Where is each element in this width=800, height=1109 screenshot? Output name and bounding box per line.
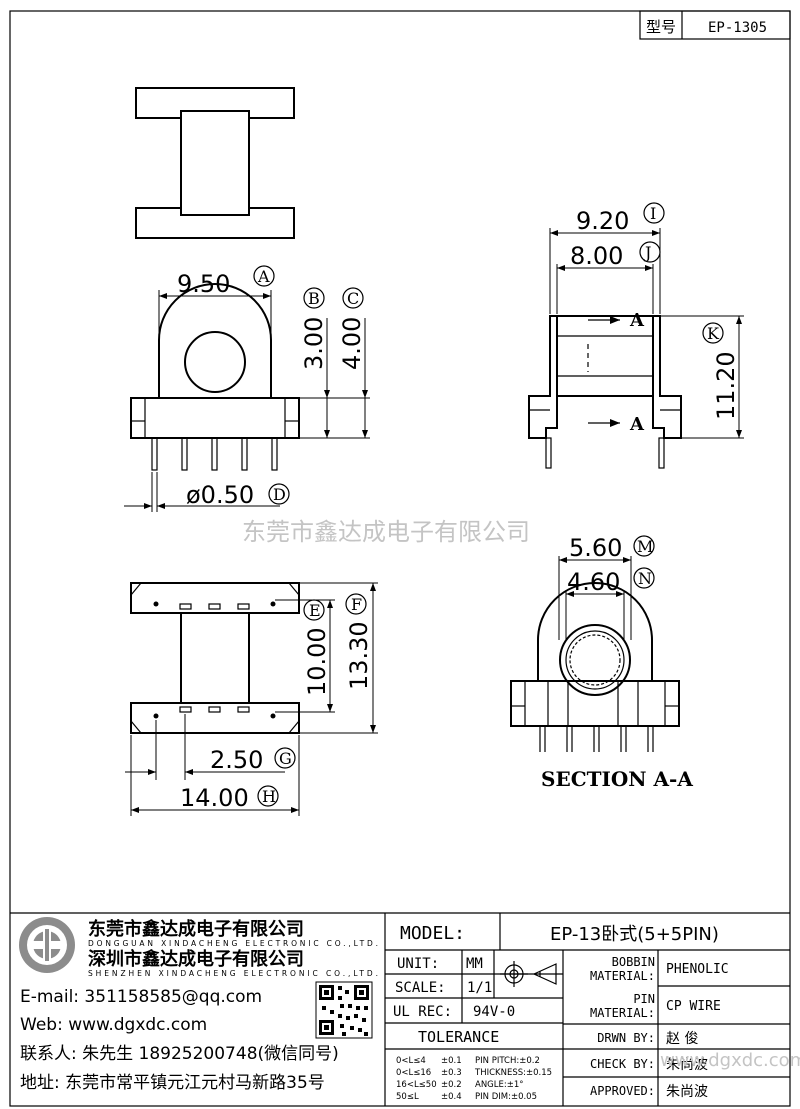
tb-check-value: 朱尚波 — [666, 1057, 708, 1073]
header-model-label: 型号 — [646, 18, 676, 36]
title-block: 东莞市鑫达成电子有限公司 DONGGUAN XINDACHENG ELECTRO… — [10, 912, 800, 1106]
tol-row-2-range: 16<L≤50 — [396, 1080, 437, 1090]
tb-pin-label-1: PIN — [633, 992, 655, 1006]
dim-f-tag: F — [351, 595, 362, 614]
tb-approved-label: APPROVED: — [590, 1084, 655, 1098]
company-email: E-mail: 351158585@qq.com — [20, 987, 262, 1007]
dim-n-tag: N — [638, 569, 652, 588]
dim-j-value: 8.00 — [570, 242, 623, 270]
tb-scale-value: 1/1 — [467, 980, 492, 996]
side-view: A A 9.20 I 8.00 J 11.20 K — [528, 202, 744, 469]
dim-b-tag: B — [308, 289, 320, 308]
tol-row-3-item: PIN DIM:±0.05 — [475, 1092, 537, 1102]
tb-bobbin-value: PHENOLIC — [666, 962, 729, 977]
section-mark-bottom: A — [629, 414, 645, 435]
company-name-cn: 东莞市鑫达成电子有限公司 — [88, 918, 304, 940]
sheet-border — [9, 10, 791, 1107]
dim-b-value: 3.00 — [300, 317, 328, 370]
dim-a-tag-circle — [253, 265, 275, 287]
tb-ulrec-value: 94V-0 — [473, 1004, 515, 1020]
company-contact: 联系人: 朱先生 18925200748(微信同号) — [20, 1044, 339, 1064]
dim-a-value: 9.50 — [177, 270, 230, 298]
tb-scale-label: SCALE: — [395, 980, 446, 996]
tb-model-value: EP-13卧式(5+5PIN) — [550, 924, 719, 945]
dim-e-value: 10.00 — [303, 627, 331, 696]
projection-symbol — [500, 961, 557, 987]
tb-check-label: CHECK BY: — [590, 1057, 655, 1071]
dim-f-value: 13.30 — [345, 621, 373, 690]
company-name-en: DONGGUAN XINDACHENG ELECTRONIC CO.,LTD. — [88, 939, 378, 948]
top-view — [135, 87, 295, 239]
header-model-value: EP-1305 — [708, 20, 767, 36]
tol-row-3-range: 50≤L — [396, 1092, 419, 1102]
dim-m-value: 5.60 — [569, 534, 622, 562]
company-web: Web: www.dgxdc.com — [20, 1015, 207, 1035]
dim-d-value: ø0.50 — [186, 481, 254, 509]
pin-holes-top — [153, 601, 276, 610]
pin-holes-bottom — [153, 706, 276, 719]
tb-drwn-value: 赵 俊 — [666, 1031, 698, 1047]
dim-c-tag: C — [347, 289, 359, 308]
dim-m-tag: M — [637, 537, 653, 556]
company-address: 地址: 东莞市常平镇元江元村马新路35号 — [20, 1073, 325, 1093]
dim-k-tag: K — [707, 324, 720, 343]
tol-row-0-tol: ±0.1 — [441, 1056, 462, 1066]
company2-name-cn: 深圳市鑫达成电子有限公司 — [88, 948, 304, 970]
dim-e-tag: E — [309, 601, 321, 620]
tol-row-2-tol: ±0.2 — [441, 1080, 462, 1090]
dim-h-value: 14.00 — [180, 784, 249, 812]
company-logo — [19, 917, 75, 973]
dim-i-tag: I — [650, 204, 656, 223]
tol-row-1-tol: ±0.3 — [441, 1068, 462, 1078]
tb-unit-value: MM — [466, 956, 483, 972]
dim-h-tag: H — [262, 787, 276, 806]
section-mark-top: A — [629, 310, 645, 331]
tol-row-3-tol: ±0.4 — [441, 1092, 462, 1102]
tolerance-table: 0<L≤4 ±0.1 PIN PITCH:±0.2 0<L≤16 ±0.3 TH… — [396, 1056, 552, 1102]
tol-row-2-item: ANGLE:±1° — [475, 1080, 524, 1090]
company2-name-en: SHENZHEN XINDACHENG ELECTRONIC CO.,LTD. — [88, 969, 378, 978]
front-view: 9.50 A 3.00 4.00 B C ø0.50 D — [124, 265, 370, 512]
watermark-web: www.dgxdc.com — [660, 1050, 800, 1071]
dim-k-value: 11.20 — [712, 351, 740, 420]
tb-ulrec-label: UL REC: — [393, 1004, 452, 1020]
tb-drwn-label: DRWN BY: — [597, 1031, 655, 1045]
tb-model-label: MODEL: — [400, 923, 465, 944]
watermark: 东莞市鑫达成电子有限公司 — [242, 518, 530, 546]
tb-bobbin-label-2: MATERIAL: — [590, 969, 655, 983]
header-model-box: 型号 EP-1305 — [639, 10, 791, 40]
dim-c-value: 4.00 — [338, 317, 366, 370]
tb-unit-label: UNIT: — [397, 956, 439, 972]
dim-i-value: 9.20 — [576, 207, 629, 235]
section-view: 5.60 M 4.60 N SECTION A-A — [510, 534, 693, 791]
tb-bobbin-label-1: BOBBIN — [612, 955, 655, 969]
dim-a-tag: A — [257, 267, 270, 286]
dim-n-value: 4.60 — [567, 568, 620, 596]
dim-j-tag: J — [643, 243, 651, 262]
tb-pin-value: CP WIRE — [666, 999, 721, 1014]
tol-row-0-item: PIN PITCH:±0.2 — [475, 1056, 540, 1066]
dim-d-tag: D — [273, 485, 286, 504]
dim-g-value: 2.50 — [210, 746, 263, 774]
tb-pin-label-2: MATERIAL: — [590, 1006, 655, 1020]
tb-tolerance-label: TOLERANCE — [418, 1028, 499, 1046]
qr-code — [315, 981, 373, 1039]
section-label: SECTION A-A — [541, 767, 693, 791]
tol-row-1-range: 0<L≤16 — [396, 1068, 431, 1078]
tol-row-1-item: THICKNESS:±0.15 — [474, 1068, 552, 1078]
tb-approved-value: 朱尚波 — [666, 1084, 708, 1100]
bottom-view: 10.00 13.30 E F 2.50 G 14.00 H — [125, 582, 378, 816]
tol-row-0-range: 0<L≤4 — [396, 1056, 426, 1066]
dim-g-tag: G — [279, 749, 292, 768]
